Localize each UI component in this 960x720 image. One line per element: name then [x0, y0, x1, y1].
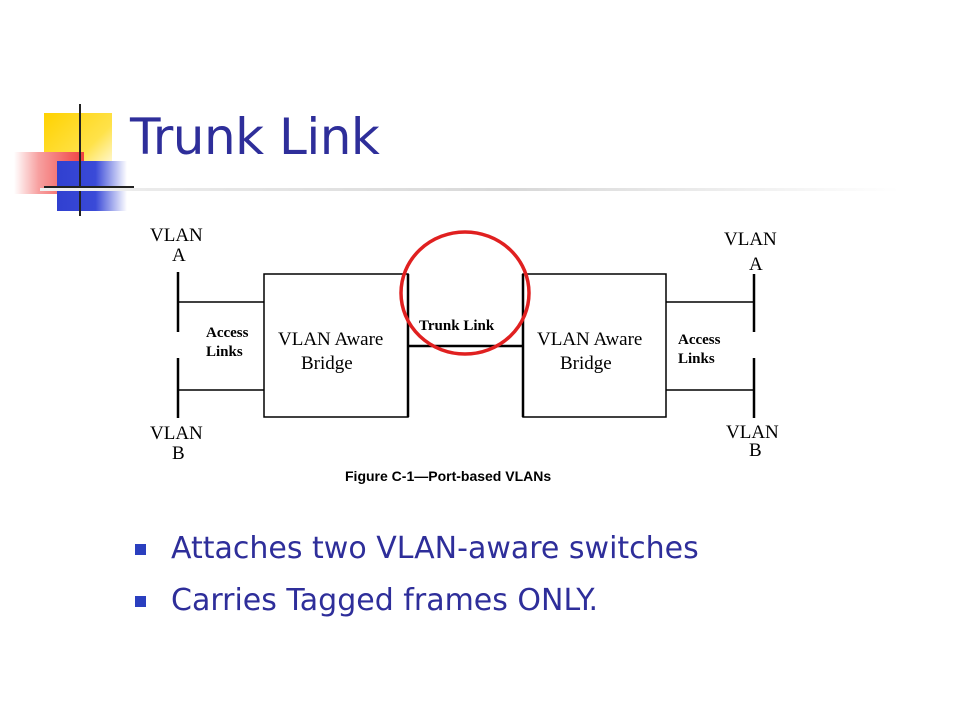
right-vlan-b-label: VLAN	[726, 422, 779, 443]
right-bridge-label-2: Bridge	[560, 353, 612, 374]
left-vlan-b-label: VLAN	[150, 423, 203, 444]
left-vlan-a-label: VLAN	[150, 225, 203, 246]
right-vlan-a-label: VLAN	[724, 229, 777, 250]
right-bridge-box	[522, 273, 667, 418]
bullet-item: Carries Tagged frames ONLY.	[135, 577, 699, 629]
left-bridge-label: VLAN Aware	[278, 329, 383, 350]
trunk-link-label: Trunk Link	[419, 318, 495, 334]
right-links-label: Links	[678, 351, 715, 367]
deco-vertical-line	[79, 104, 81, 216]
left-links-label: Links	[206, 344, 243, 360]
bullet-square-icon	[135, 596, 146, 607]
left-vlan-a-letter: A	[172, 245, 186, 266]
right-bridge-label: VLAN Aware	[537, 329, 642, 350]
figure-caption: Figure C-1—Port-based VLANs	[345, 468, 551, 484]
deco-horizontal-line	[44, 186, 134, 188]
slide-title: Trunk Link	[130, 108, 380, 166]
trunk-highlight-circle	[399, 230, 531, 356]
left-access-label: Access	[206, 325, 249, 341]
left-bridge-label-2: Bridge	[301, 353, 353, 374]
bullet-item: Attaches two VLAN-aware switches	[135, 525, 699, 577]
title-underline	[40, 188, 900, 191]
right-vlan-b-letter: B	[749, 440, 762, 461]
bullet-square-icon	[135, 544, 146, 555]
bullet-list: Attaches two VLAN-aware switches Carries…	[135, 525, 699, 629]
bullet-text: Attaches two VLAN-aware switches	[171, 531, 699, 566]
right-access-label: Access	[678, 332, 721, 348]
right-vlan-a-letter: A	[749, 254, 763, 275]
left-vlan-b-letter: B	[172, 443, 185, 464]
bullet-text: Carries Tagged frames ONLY.	[171, 583, 598, 618]
